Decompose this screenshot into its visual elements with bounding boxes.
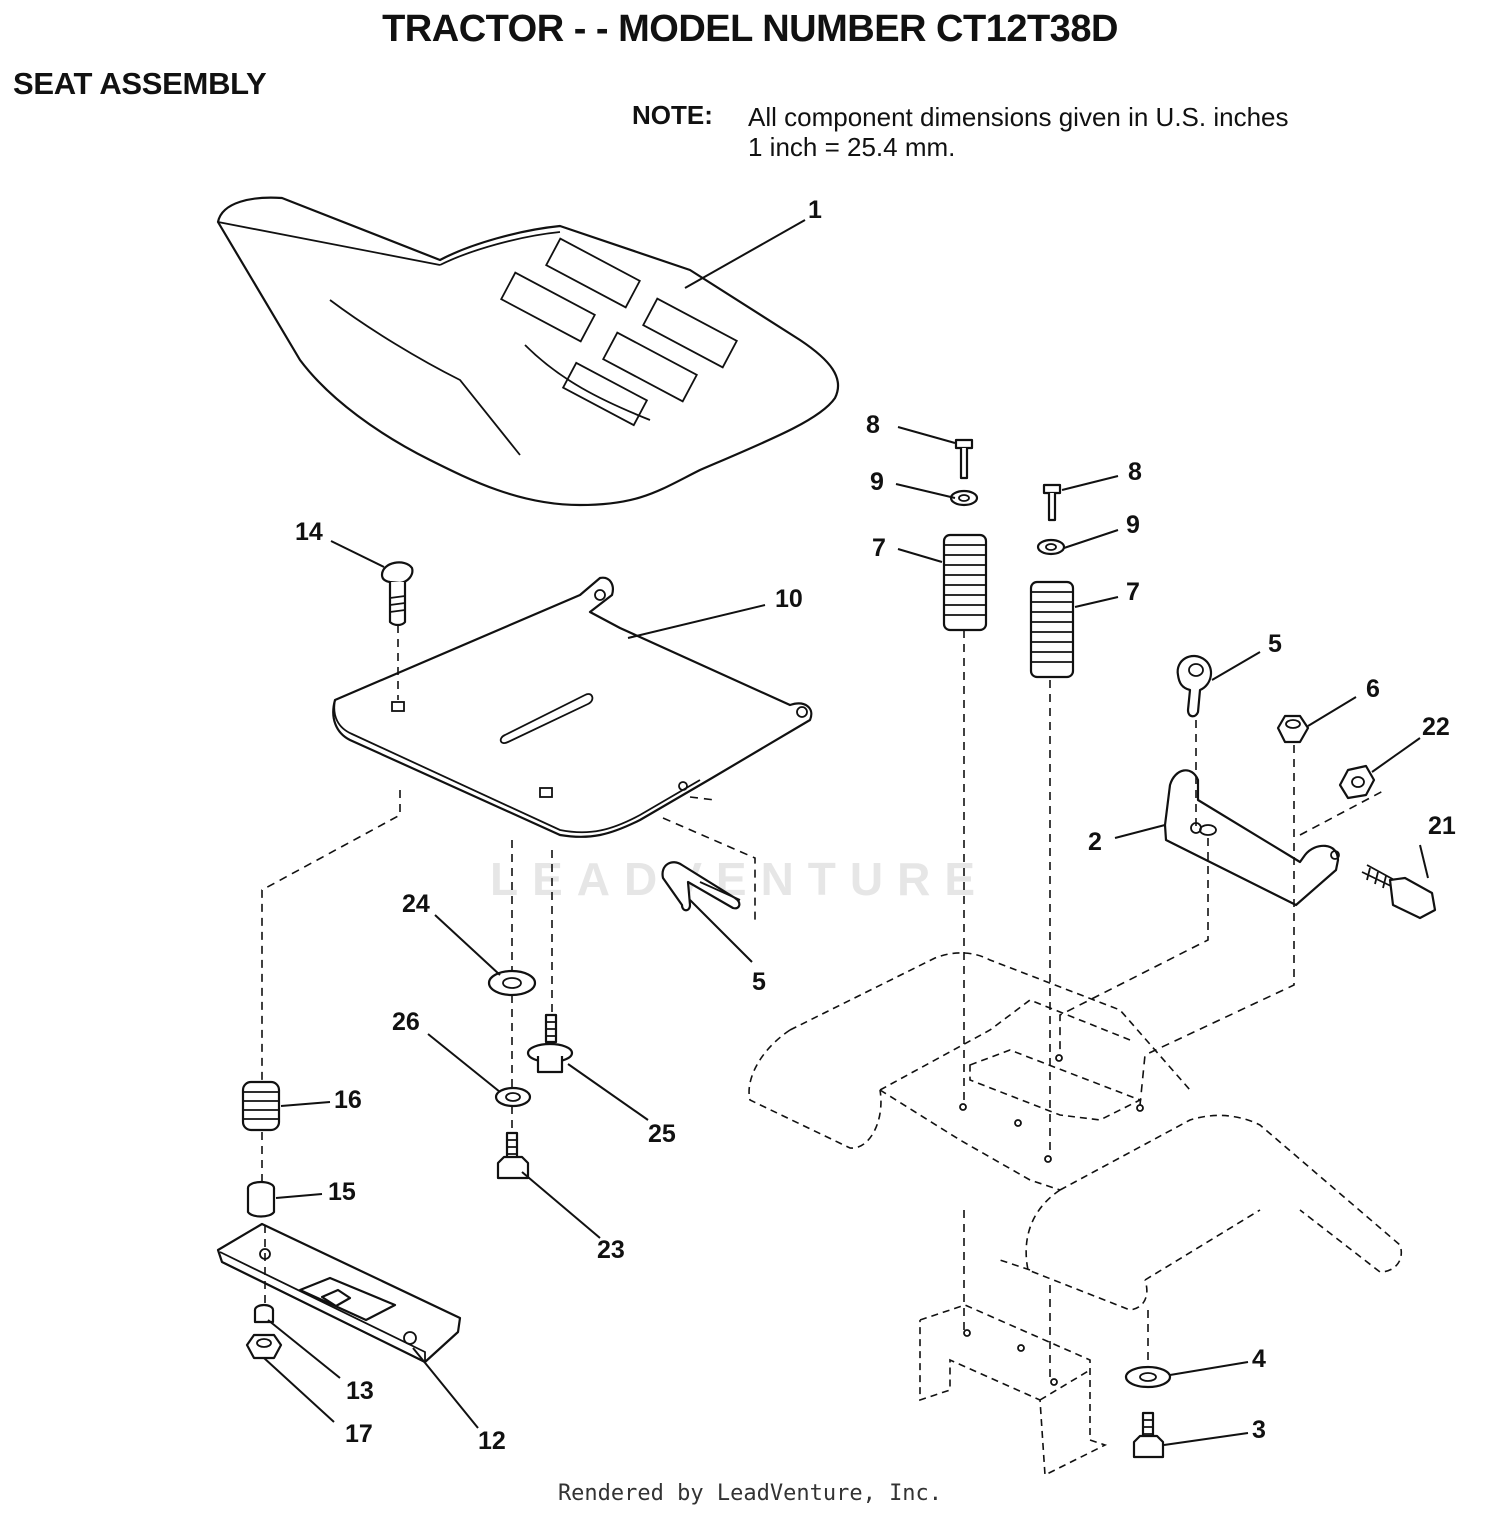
callout-13: 13 [346,1377,374,1405]
bolt-washer-spring-right [1029,483,1075,679]
callout-12: 12 [478,1427,506,1455]
callout-4: 4 [1252,1345,1266,1373]
callout-leaders [263,219,1429,1446]
callout-3: 3 [1252,1416,1266,1444]
bolt-washer-spring-left [942,438,988,632]
locknut-part [245,1333,283,1360]
seat-part [216,196,840,507]
note-line-1: All component dimensions given in U.S. i… [748,102,1289,132]
bolt-part-lower [1132,1411,1165,1459]
callout-5-lower: 5 [752,968,766,996]
bracket-part [1163,769,1340,907]
callout-7-right: 7 [1126,578,1140,606]
small-nut-part [253,1303,275,1324]
spring-part [241,1080,281,1132]
section-title: SEAT ASSEMBLY [13,66,267,101]
callout-21: 21 [1428,812,1456,840]
callout-10: 10 [775,585,803,613]
flange-bolt-part [526,1013,574,1074]
callout-6: 6 [1366,675,1380,703]
callout-2: 2 [1088,828,1102,856]
callout-7-left: 7 [872,534,886,562]
callout-14: 14 [295,518,323,546]
tractor-frame-phantom [748,952,1402,1477]
callout-15: 15 [328,1178,356,1206]
callout-17: 17 [345,1420,373,1448]
callout-22: 22 [1422,713,1450,741]
carriage-bolt-part [380,561,414,627]
note-line-2: 1 inch = 25.4 mm. [748,132,956,162]
seat-pan-part [332,576,813,838]
assembly-dashed-lines [261,625,1386,1380]
callout-24: 24 [402,890,430,918]
callout-9-left: 9 [870,468,884,496]
lock-washer-part [494,1086,532,1108]
callout-8-right: 8 [1128,458,1142,486]
shoulder-bolt-part [1361,864,1437,920]
callout-26: 26 [392,1008,420,1036]
callout-16: 16 [334,1086,362,1114]
washer-part-lower [1124,1365,1172,1389]
callout-labels: 1 8 9 7 8 9 7 14 10 5 6 22 2 21 24 5 26 … [295,196,1456,1455]
mounting-plate-part [216,1222,462,1364]
callout-8-left: 8 [866,411,880,439]
page-title: TRACTOR - - MODEL NUMBER CT12T38D [382,8,1118,50]
flat-washer-part [487,969,537,997]
nut-part [1276,714,1310,744]
callout-25: 25 [648,1120,676,1148]
callout-5-upper: 5 [1268,630,1282,658]
callout-1: 1 [808,196,822,224]
callout-23: 23 [597,1236,625,1264]
clip-part-upper [1176,654,1213,718]
footer-credit: Rendered by LeadVenture, Inc. [557,1481,943,1506]
note-label: NOTE: [632,100,713,130]
clip-part-lower [661,861,741,912]
callout-9-right: 9 [1126,511,1140,539]
washer-part [1338,764,1376,800]
spacer-part [246,1180,276,1218]
hex-bolt-part [496,1131,530,1180]
